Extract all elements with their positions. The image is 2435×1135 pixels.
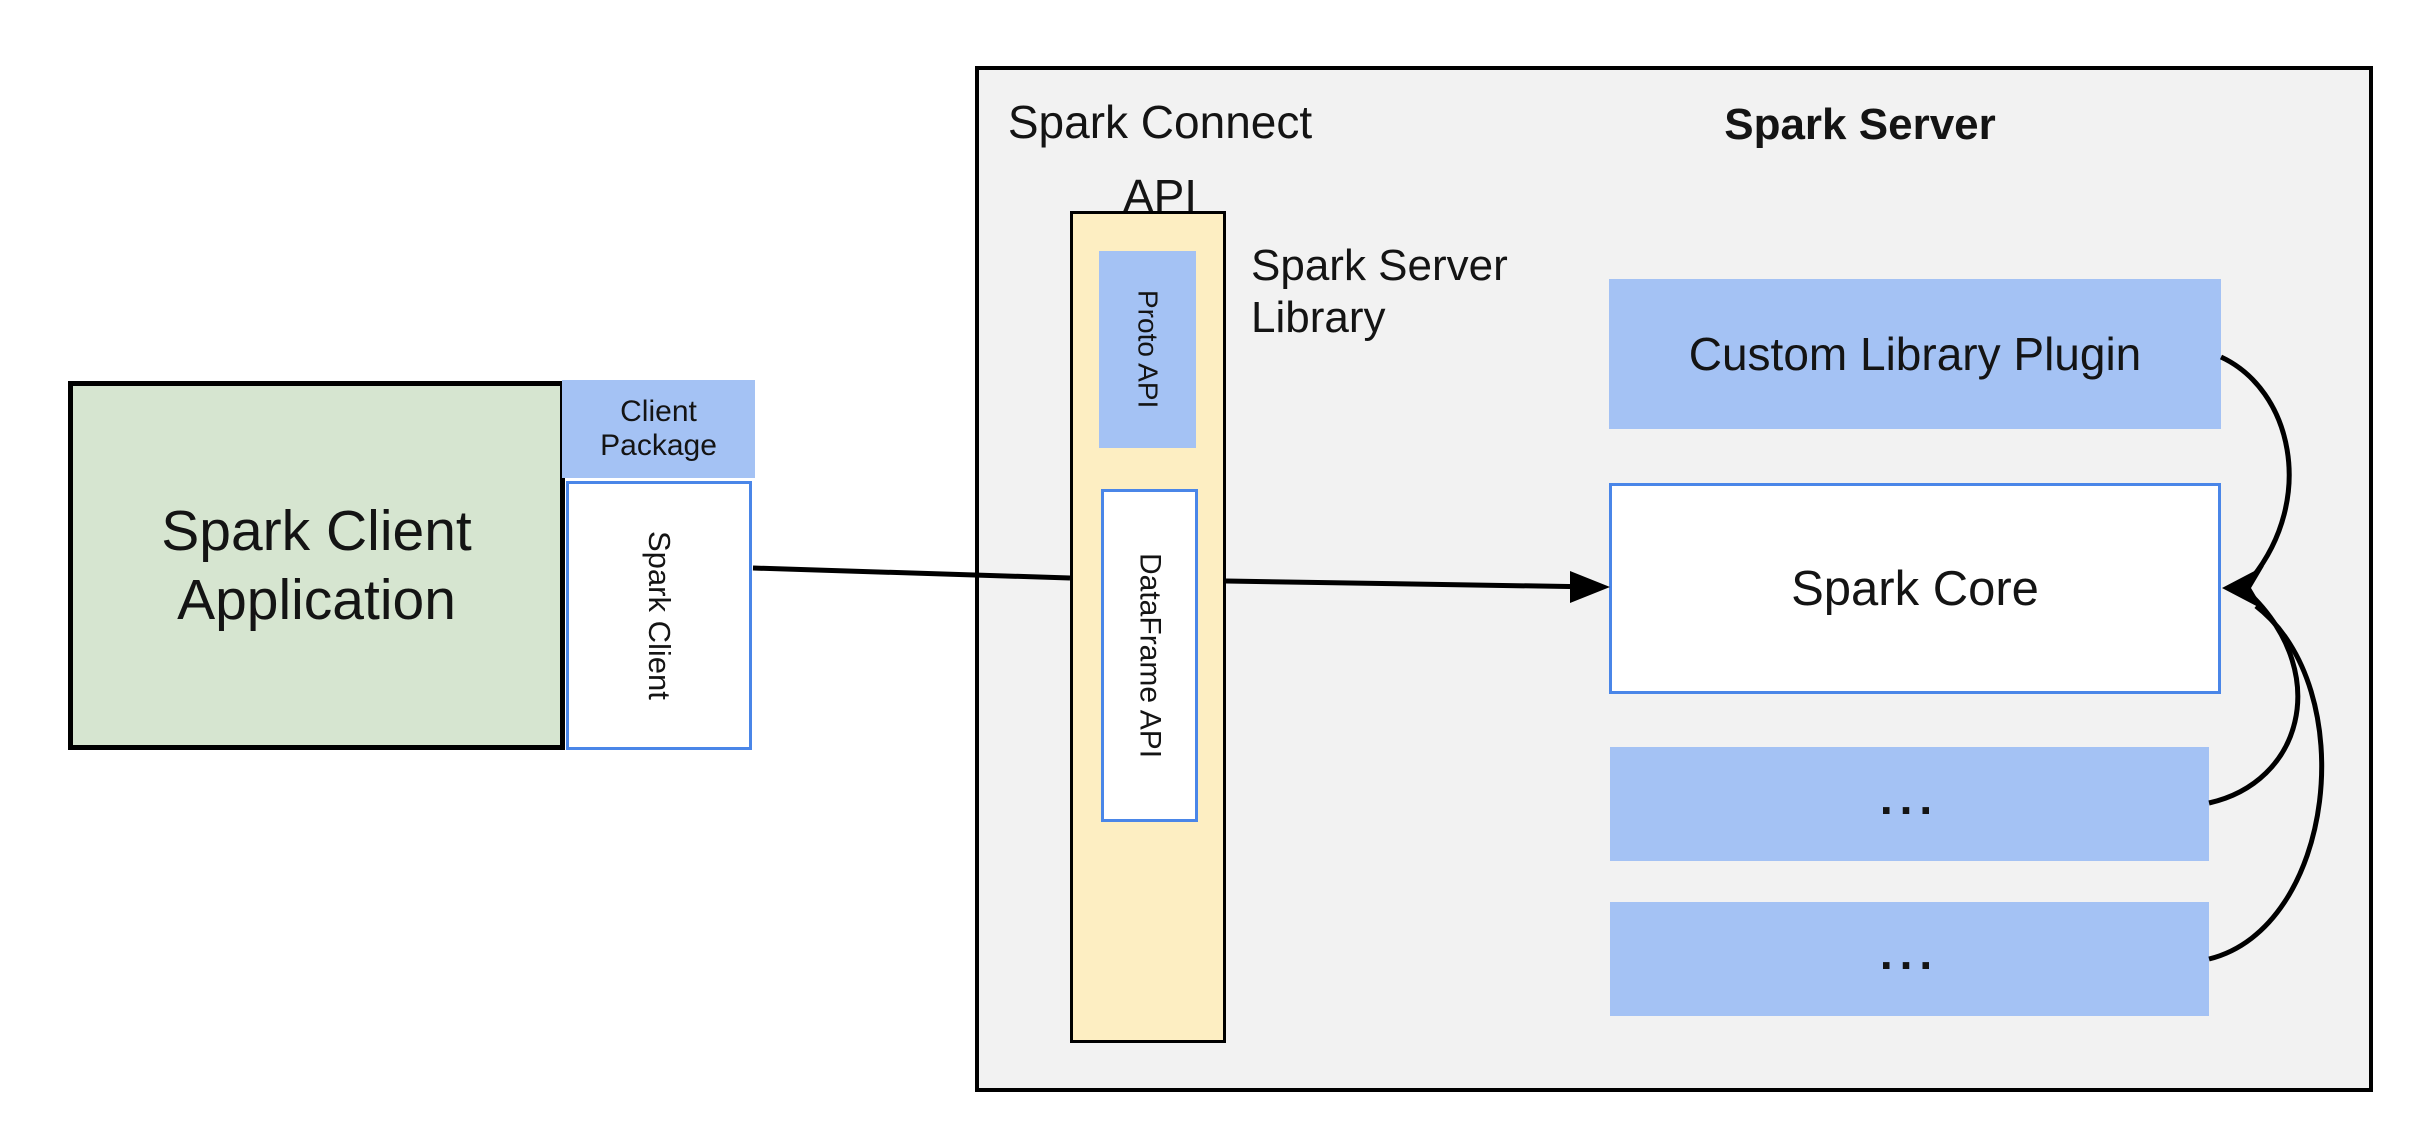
spark-client-application-line2: Application bbox=[177, 567, 456, 632]
spark-server-library-line1: Spark Server bbox=[1251, 241, 1508, 290]
placeholder-plugin-box-2: ... bbox=[1610, 902, 2209, 1016]
spark-client-label: Spark Client bbox=[642, 531, 677, 700]
client-package-line2: Package bbox=[600, 429, 717, 462]
placeholder-plugin-box-1-label: ... bbox=[1879, 772, 1940, 824]
client-package-label: Client Package bbox=[600, 395, 717, 464]
client-package-line1: Client bbox=[620, 394, 697, 428]
spark-server-library-label: Spark Server Library bbox=[1251, 240, 1571, 344]
spark-connect-api-line1: Spark Connect bbox=[1007, 96, 1313, 148]
proto-api-label: Proto API bbox=[1132, 290, 1164, 409]
spark-server-library-line2: Library bbox=[1251, 292, 1386, 342]
proto-api-box: Proto API bbox=[1099, 251, 1196, 448]
custom-library-plugin-box: Custom Library Plugin bbox=[1609, 279, 2221, 429]
placeholder-plugin-box-2-label: ... bbox=[1879, 927, 1940, 979]
custom-library-plugin-label: Custom Library Plugin bbox=[1688, 328, 2142, 380]
spark-core-box: Spark Core bbox=[1609, 483, 2221, 694]
spark-core-label: Spark Core bbox=[1791, 561, 2039, 616]
client-package-box: Client Package bbox=[562, 380, 755, 478]
spark-client-application-box: Spark Client Application bbox=[68, 381, 565, 750]
spark-client-box: Spark Client bbox=[566, 481, 752, 750]
spark-client-application-label: Spark Client Application bbox=[161, 497, 471, 634]
spark-server-title: Spark Server bbox=[1724, 100, 1996, 149]
dataframe-api-box: DataFrame API bbox=[1101, 489, 1198, 822]
spark-client-application-line1: Spark Client bbox=[161, 499, 472, 564]
dataframe-api-label: DataFrame API bbox=[1133, 552, 1167, 759]
placeholder-plugin-box-1: ... bbox=[1610, 747, 2209, 861]
